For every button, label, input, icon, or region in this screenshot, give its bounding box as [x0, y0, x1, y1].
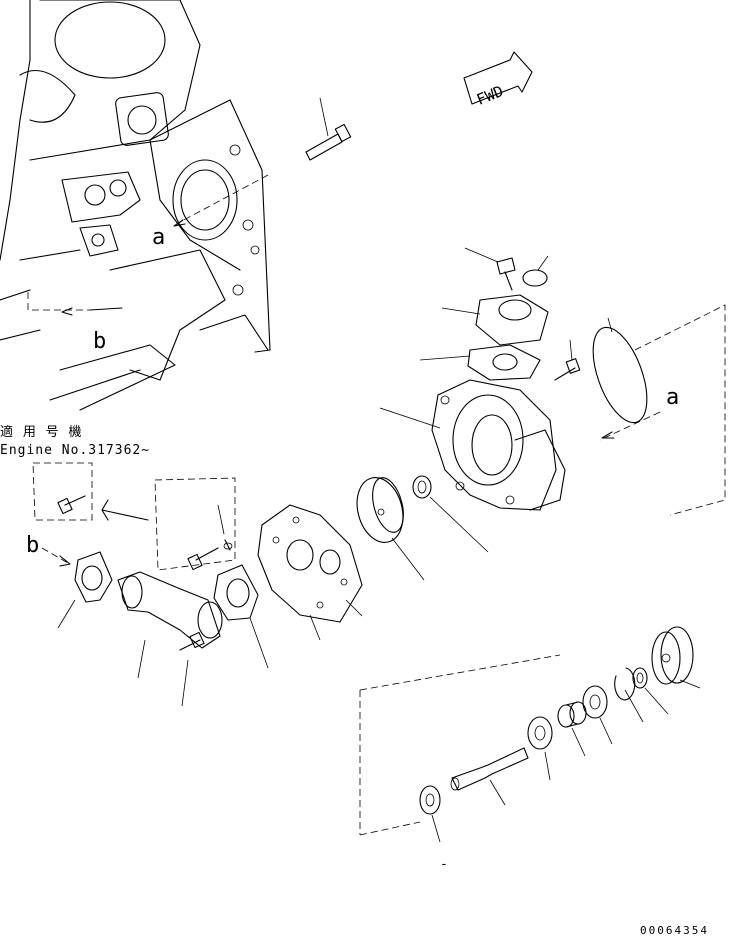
- o-ring-large: [592, 317, 648, 424]
- cover-plate: [257, 504, 363, 641]
- spacer-sleeve: [557, 701, 587, 757]
- stray-mark: -: [440, 857, 449, 872]
- ref-a-label-2: a: [666, 385, 679, 410]
- o-ring-small: [522, 255, 549, 287]
- applicability-note: 適 用 号 機 Engine No.317362~: [0, 424, 150, 521]
- bearing-front: [527, 716, 553, 781]
- gasket-cover: [213, 564, 269, 669]
- bearing-group-frame: [359, 654, 561, 836]
- bearing-outer: [632, 667, 669, 715]
- reference-a-pump: a: [599, 304, 726, 516]
- bolt-body-side: [554, 339, 581, 381]
- gear-pulley: [651, 626, 701, 689]
- snap-ring: [614, 667, 644, 723]
- bolt-inset: [154, 477, 236, 571]
- forward-direction-arrow-icon: FWD: [463, 51, 533, 109]
- applicability-line-1: 適 用 号 機: [0, 424, 82, 440]
- thermostat-cover: [441, 294, 549, 346]
- drawing-code: 00064354: [640, 924, 709, 937]
- reference-b-engine: b: [27, 292, 123, 354]
- pump-body: [379, 379, 566, 511]
- inlet-elbow-pipe: [117, 571, 223, 679]
- reference-b-pump: b: [26, 533, 71, 567]
- ref-b-label-2: b: [26, 533, 39, 558]
- bearing-inner: [582, 685, 613, 745]
- bolt-elbow: [179, 631, 205, 707]
- bolt-thermostat: [464, 247, 516, 291]
- pump-shaft: [450, 747, 529, 806]
- applicability-line-2: Engine No.317362~: [0, 443, 150, 458]
- seal: [412, 475, 489, 553]
- inlet-flange-gasket: [57, 551, 113, 629]
- mounting-bolt-top: [305, 97, 352, 161]
- fwd-label: FWD: [474, 82, 506, 109]
- impeller: [356, 477, 425, 581]
- reference-a-engine: a: [152, 174, 269, 250]
- ref-a-label-1: a: [152, 225, 165, 250]
- front-seal: [419, 785, 441, 843]
- ref-b-label-1: b: [93, 329, 106, 354]
- engine-block: [0, 0, 271, 411]
- gasket-thermostat: [419, 344, 541, 381]
